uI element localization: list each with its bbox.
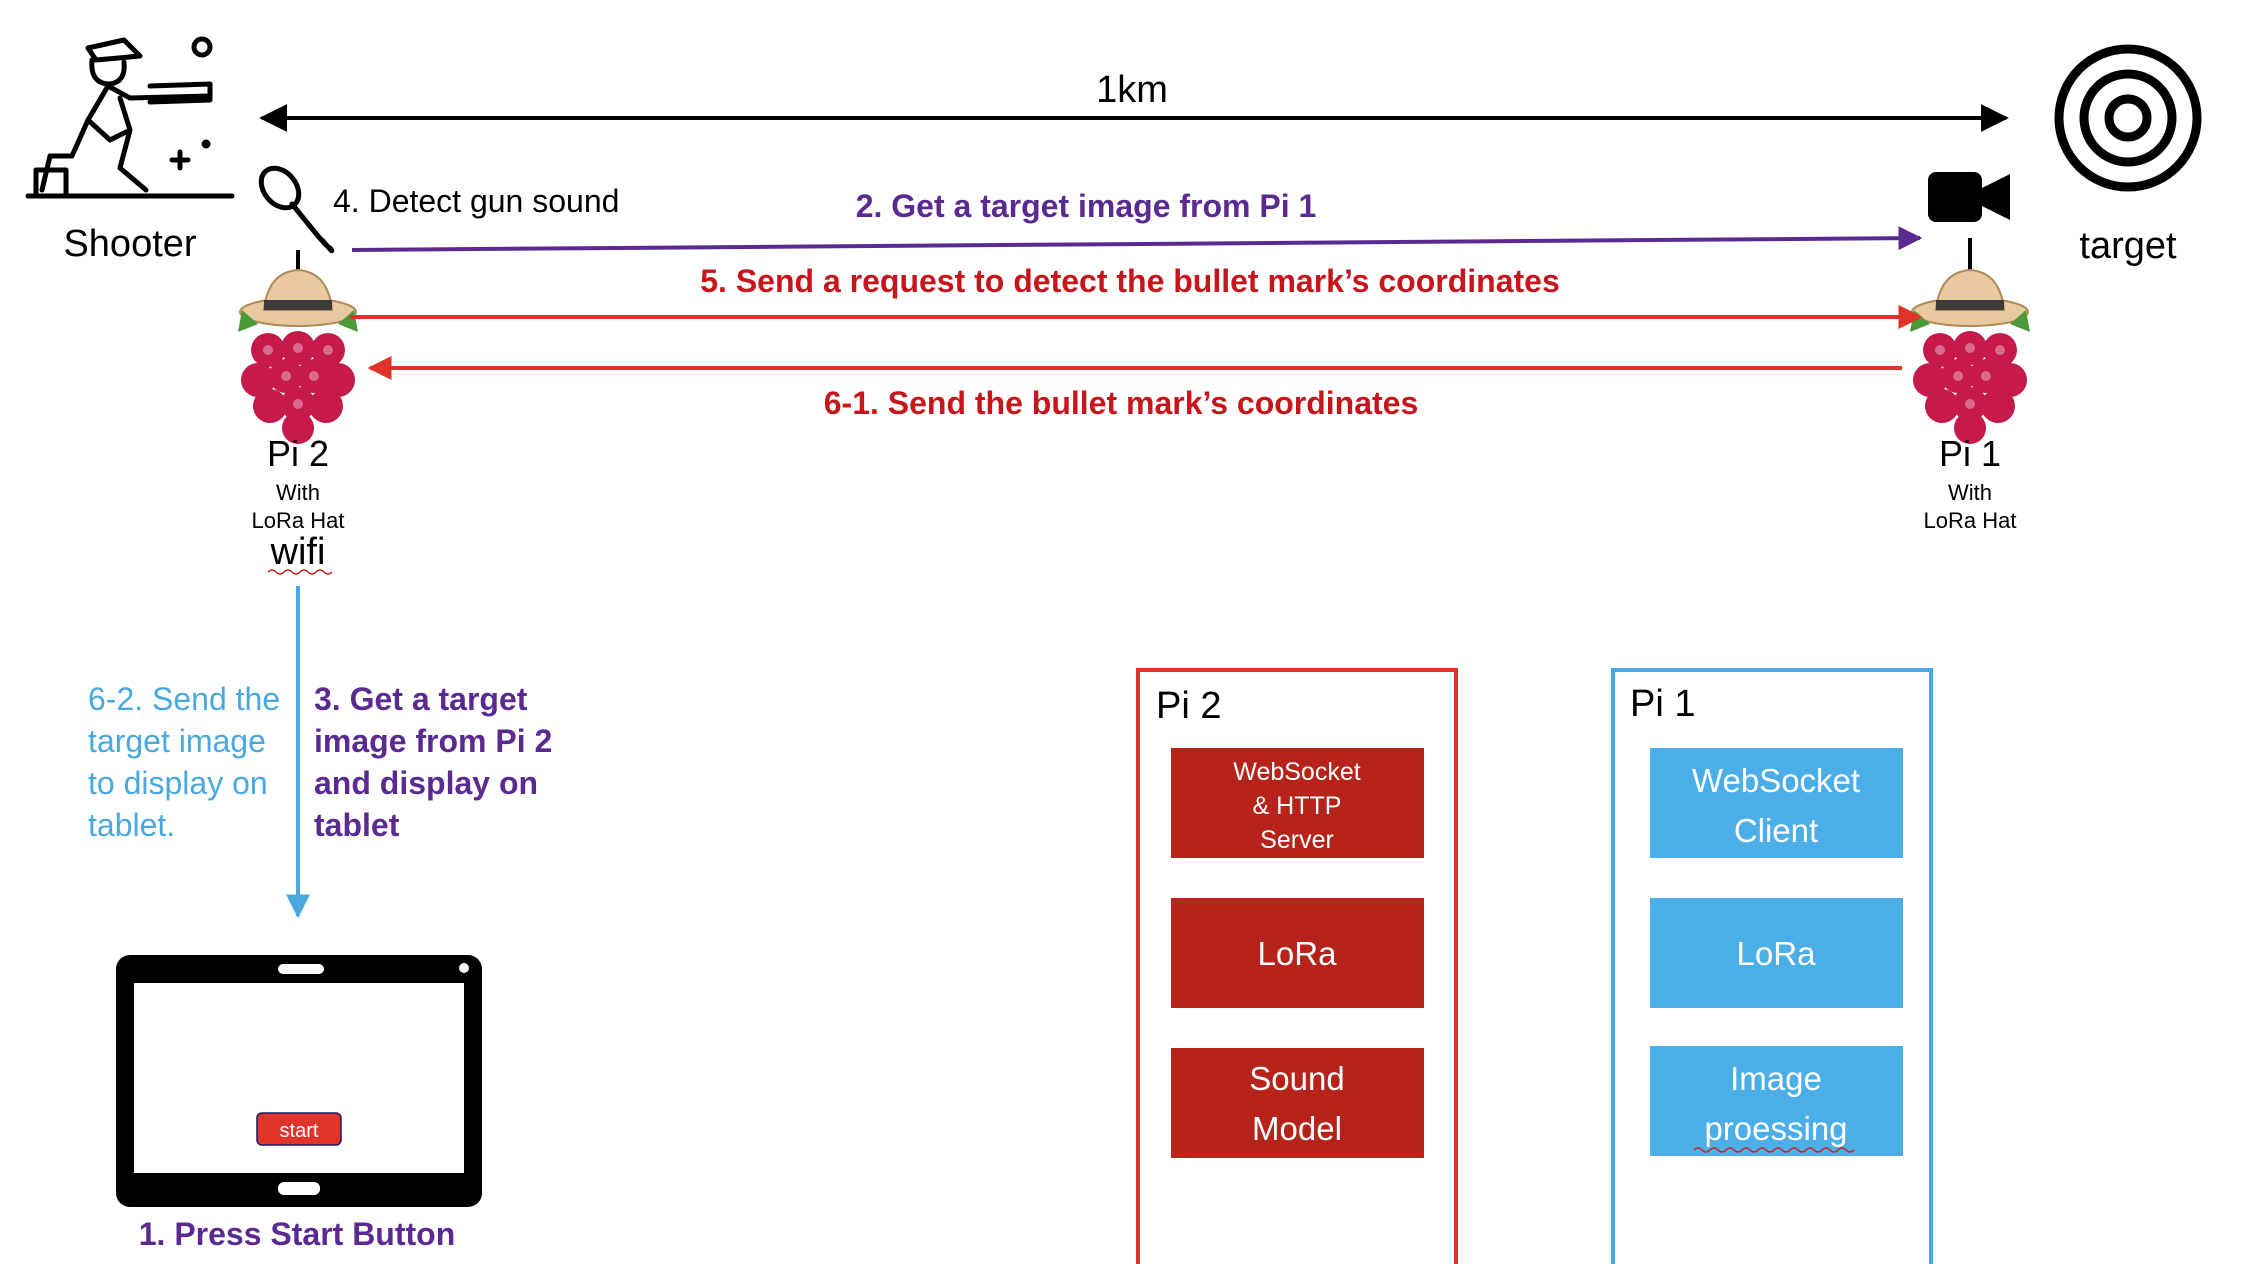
module-text: proessing — [1704, 1110, 1847, 1147]
pi2-module-websocket-server: WebSocket & HTTP Server — [1171, 748, 1424, 858]
pi2-name: Pi 2 — [267, 433, 329, 474]
distance-label: 1km — [1096, 69, 1168, 111]
pi1-hat: LoRa Hat — [1924, 508, 2017, 533]
wifi-spellcheck-squiggle — [267, 569, 333, 575]
step3-line: tablet — [314, 807, 400, 843]
step2-arrow — [351, 226, 1923, 252]
shooter-icon — [25, 36, 235, 199]
step3-line: and display on — [314, 765, 538, 801]
start-button-label: start — [280, 1120, 319, 1142]
module-text: LoRa — [1258, 935, 1338, 972]
pi1-raspberry-icon — [1909, 269, 2031, 445]
pi1-module-websocket-client: WebSocket Client — [1650, 748, 1903, 858]
step6-1-label: 6-1. Send the bullet mark’s coordinates — [824, 385, 1419, 421]
step2-label: 2. Get a target image from Pi 1 — [856, 188, 1317, 224]
module-text: Server — [1260, 826, 1334, 854]
module-text: WebSocket — [1692, 762, 1860, 799]
module-text: LoRa — [1737, 935, 1817, 972]
step1-label: 1. Press Start Button — [139, 1216, 456, 1252]
camera-icon — [1928, 172, 2010, 222]
step3-label: 3. Get a target image from Pi 2 and disp… — [314, 681, 552, 843]
step6-2-line: target image — [88, 723, 266, 759]
step5-label: 5. Send a request to detect the bullet m… — [700, 263, 1559, 299]
step6-2-line: to display on — [88, 765, 268, 801]
target-label: target — [2079, 225, 2177, 267]
module-text: Image — [1730, 1060, 1822, 1097]
pi1-with: With — [1948, 480, 1992, 505]
module-text: WebSocket — [1233, 758, 1360, 786]
step6-2-line: 6-2. Send the — [88, 681, 280, 717]
step4-label: 4. Detect gun sound — [333, 183, 619, 219]
pi1-name: Pi 1 — [1939, 433, 2001, 474]
step6-2-line: tablet. — [88, 807, 175, 843]
shooter-label: Shooter — [63, 223, 196, 265]
step3-line: image from Pi 2 — [314, 723, 552, 759]
pi1-box-title: Pi 1 — [1630, 683, 1695, 725]
pi2-box-title: Pi 2 — [1156, 685, 1221, 727]
step3-line: 3. Get a target — [314, 681, 528, 717]
module-text: Client — [1734, 812, 1818, 849]
pi2-with: With — [276, 480, 320, 505]
pi2-hat: LoRa Hat — [252, 508, 345, 533]
microphone-icon — [258, 165, 335, 254]
step6-2-label: 6-2. Send the target image to display on… — [88, 681, 280, 843]
pi2-module-sound-model: Sound Model — [1171, 1048, 1424, 1158]
pi2-module-lora: LoRa — [1171, 898, 1424, 1008]
start-button[interactable]: start — [256, 1112, 342, 1146]
module-text: Sound — [1249, 1060, 1344, 1097]
pi2-raspberry-icon — [237, 269, 359, 445]
pi1-component-box: Pi 1 WebSocket Client LoRa Image proessi… — [1611, 668, 1933, 1264]
pi2-component-box: Pi 2 WebSocket & HTTP Server LoRa Sound … — [1136, 668, 1458, 1264]
module-text: Model — [1252, 1110, 1342, 1147]
tablet-icon — [116, 955, 482, 1207]
module-text: & HTTP — [1253, 792, 1342, 820]
pi1-module-image-processing: Image proessing — [1650, 1046, 1903, 1156]
pi1-module-lora: LoRa — [1650, 898, 1903, 1008]
pi2-link: wifi — [270, 531, 326, 573]
target-icon — [2054, 44, 2202, 192]
proessing-spellcheck-squiggle — [1693, 1147, 1855, 1153]
